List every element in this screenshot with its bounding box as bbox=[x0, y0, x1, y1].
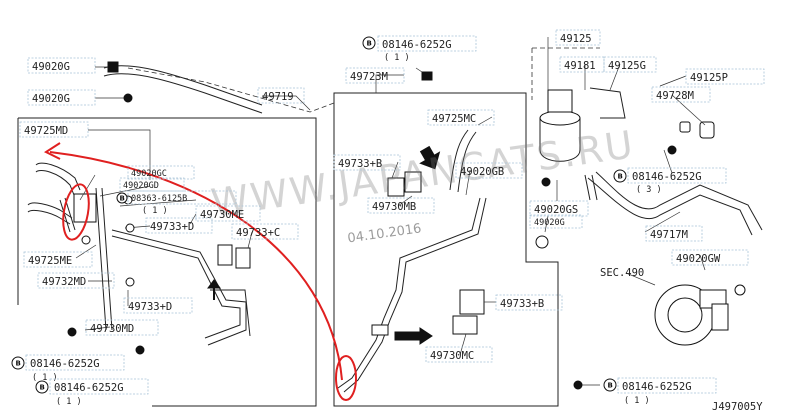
label-49020GC: 49020GC bbox=[131, 169, 167, 179]
label-49181: 49181 bbox=[564, 60, 596, 72]
label-49719: 49719 bbox=[262, 91, 294, 103]
qty-08363: ( 1 ) bbox=[142, 206, 168, 216]
label-49733C: 49733+C bbox=[236, 227, 280, 239]
label-49730MD: 49730MD bbox=[90, 323, 134, 335]
qty-bl2: ( 1 ) bbox=[56, 397, 82, 407]
label-08363-6125B: 08363-6125B bbox=[131, 194, 187, 204]
label-08146-bottom: 08146-6252G bbox=[622, 381, 692, 393]
qty-bl1: ( 1 ) bbox=[32, 373, 58, 383]
label-49730ME: 49730ME bbox=[200, 209, 244, 221]
reservoir-outline bbox=[531, 47, 600, 100]
center-pipe-assembly bbox=[337, 129, 487, 393]
center-group-frame bbox=[333, 92, 559, 407]
label-49733B-lower: 49733+B bbox=[500, 298, 544, 310]
date-stamp: 04.10.2016 bbox=[347, 221, 423, 246]
power-steering-pump bbox=[654, 284, 746, 346]
label-08146-bottom-left-2: 08146-6252G bbox=[54, 382, 124, 394]
left-group-frame bbox=[17, 117, 317, 407]
label-49723M: 49723M bbox=[350, 71, 388, 83]
bolt-marker-08363: B bbox=[120, 195, 125, 203]
red-circle-clamp bbox=[62, 183, 90, 241]
label-49020G-right: 49020G bbox=[534, 218, 565, 228]
top-hose-path bbox=[127, 67, 335, 113]
label-49125G: 49125G bbox=[608, 60, 646, 72]
label-49020GW: 49020GW bbox=[676, 253, 721, 265]
label-49020GD: 49020GD bbox=[123, 181, 159, 191]
label-08146-top: 08146-6252G bbox=[382, 39, 452, 51]
label-49020GB: 49020GB bbox=[460, 166, 504, 178]
label-49020G-second: 49020G bbox=[32, 93, 70, 105]
bolt-marker-bottom: B bbox=[608, 382, 613, 390]
qty-top: ( 1 ) bbox=[384, 53, 410, 63]
label-49733D-upper: 49733+D bbox=[150, 221, 194, 233]
red-arrowhead bbox=[43, 142, 61, 160]
label-49725MC: 49725MC bbox=[432, 113, 476, 125]
qty-bottom: ( 1 ) bbox=[624, 396, 650, 406]
reservoir-assembly bbox=[539, 87, 626, 201]
label-49020G-top: 49020G bbox=[32, 61, 70, 73]
label-49717M: 49717M bbox=[650, 229, 688, 241]
label-49732MD: 49732MD bbox=[42, 276, 86, 288]
label-49125: 49125 bbox=[560, 33, 592, 45]
label-49730MB: 49730MB bbox=[372, 201, 416, 213]
bolt-marker-bl1: B bbox=[16, 360, 21, 368]
part-labels: 49020G 49020G 49719 49725MD 49020GC 4902… bbox=[11, 29, 765, 413]
label-08146-right: 08146-6252G bbox=[632, 171, 702, 183]
bracket-49728M bbox=[679, 121, 715, 139]
label-49725MD: 49725MD bbox=[24, 125, 68, 137]
label-49733D-lower: 49733+D bbox=[128, 301, 172, 313]
label-49730MC: 49730MC bbox=[430, 350, 474, 362]
label-49020GS: 49020GS bbox=[534, 204, 578, 216]
red-circle-end bbox=[335, 355, 357, 401]
label-49125P: 49125P bbox=[690, 72, 728, 84]
fasteners bbox=[67, 61, 677, 390]
qty-right: ( 3 ) bbox=[636, 185, 662, 195]
bolt-marker-bl2: B bbox=[40, 384, 45, 392]
label-49728M: 49728M bbox=[656, 90, 694, 102]
diagram-id: J497005Y bbox=[712, 401, 763, 413]
label-49733B-upper: 49733+B bbox=[338, 158, 382, 170]
bolt-marker-top: B bbox=[367, 40, 372, 48]
return-hose-49717M bbox=[587, 171, 763, 236]
section-reference-490: SEC.490 bbox=[600, 267, 644, 279]
label-49725ME: 49725ME bbox=[28, 255, 72, 267]
bolt-marker-right: B bbox=[618, 173, 623, 181]
label-08146-bottom-left-1: 08146-6252G bbox=[30, 358, 100, 370]
